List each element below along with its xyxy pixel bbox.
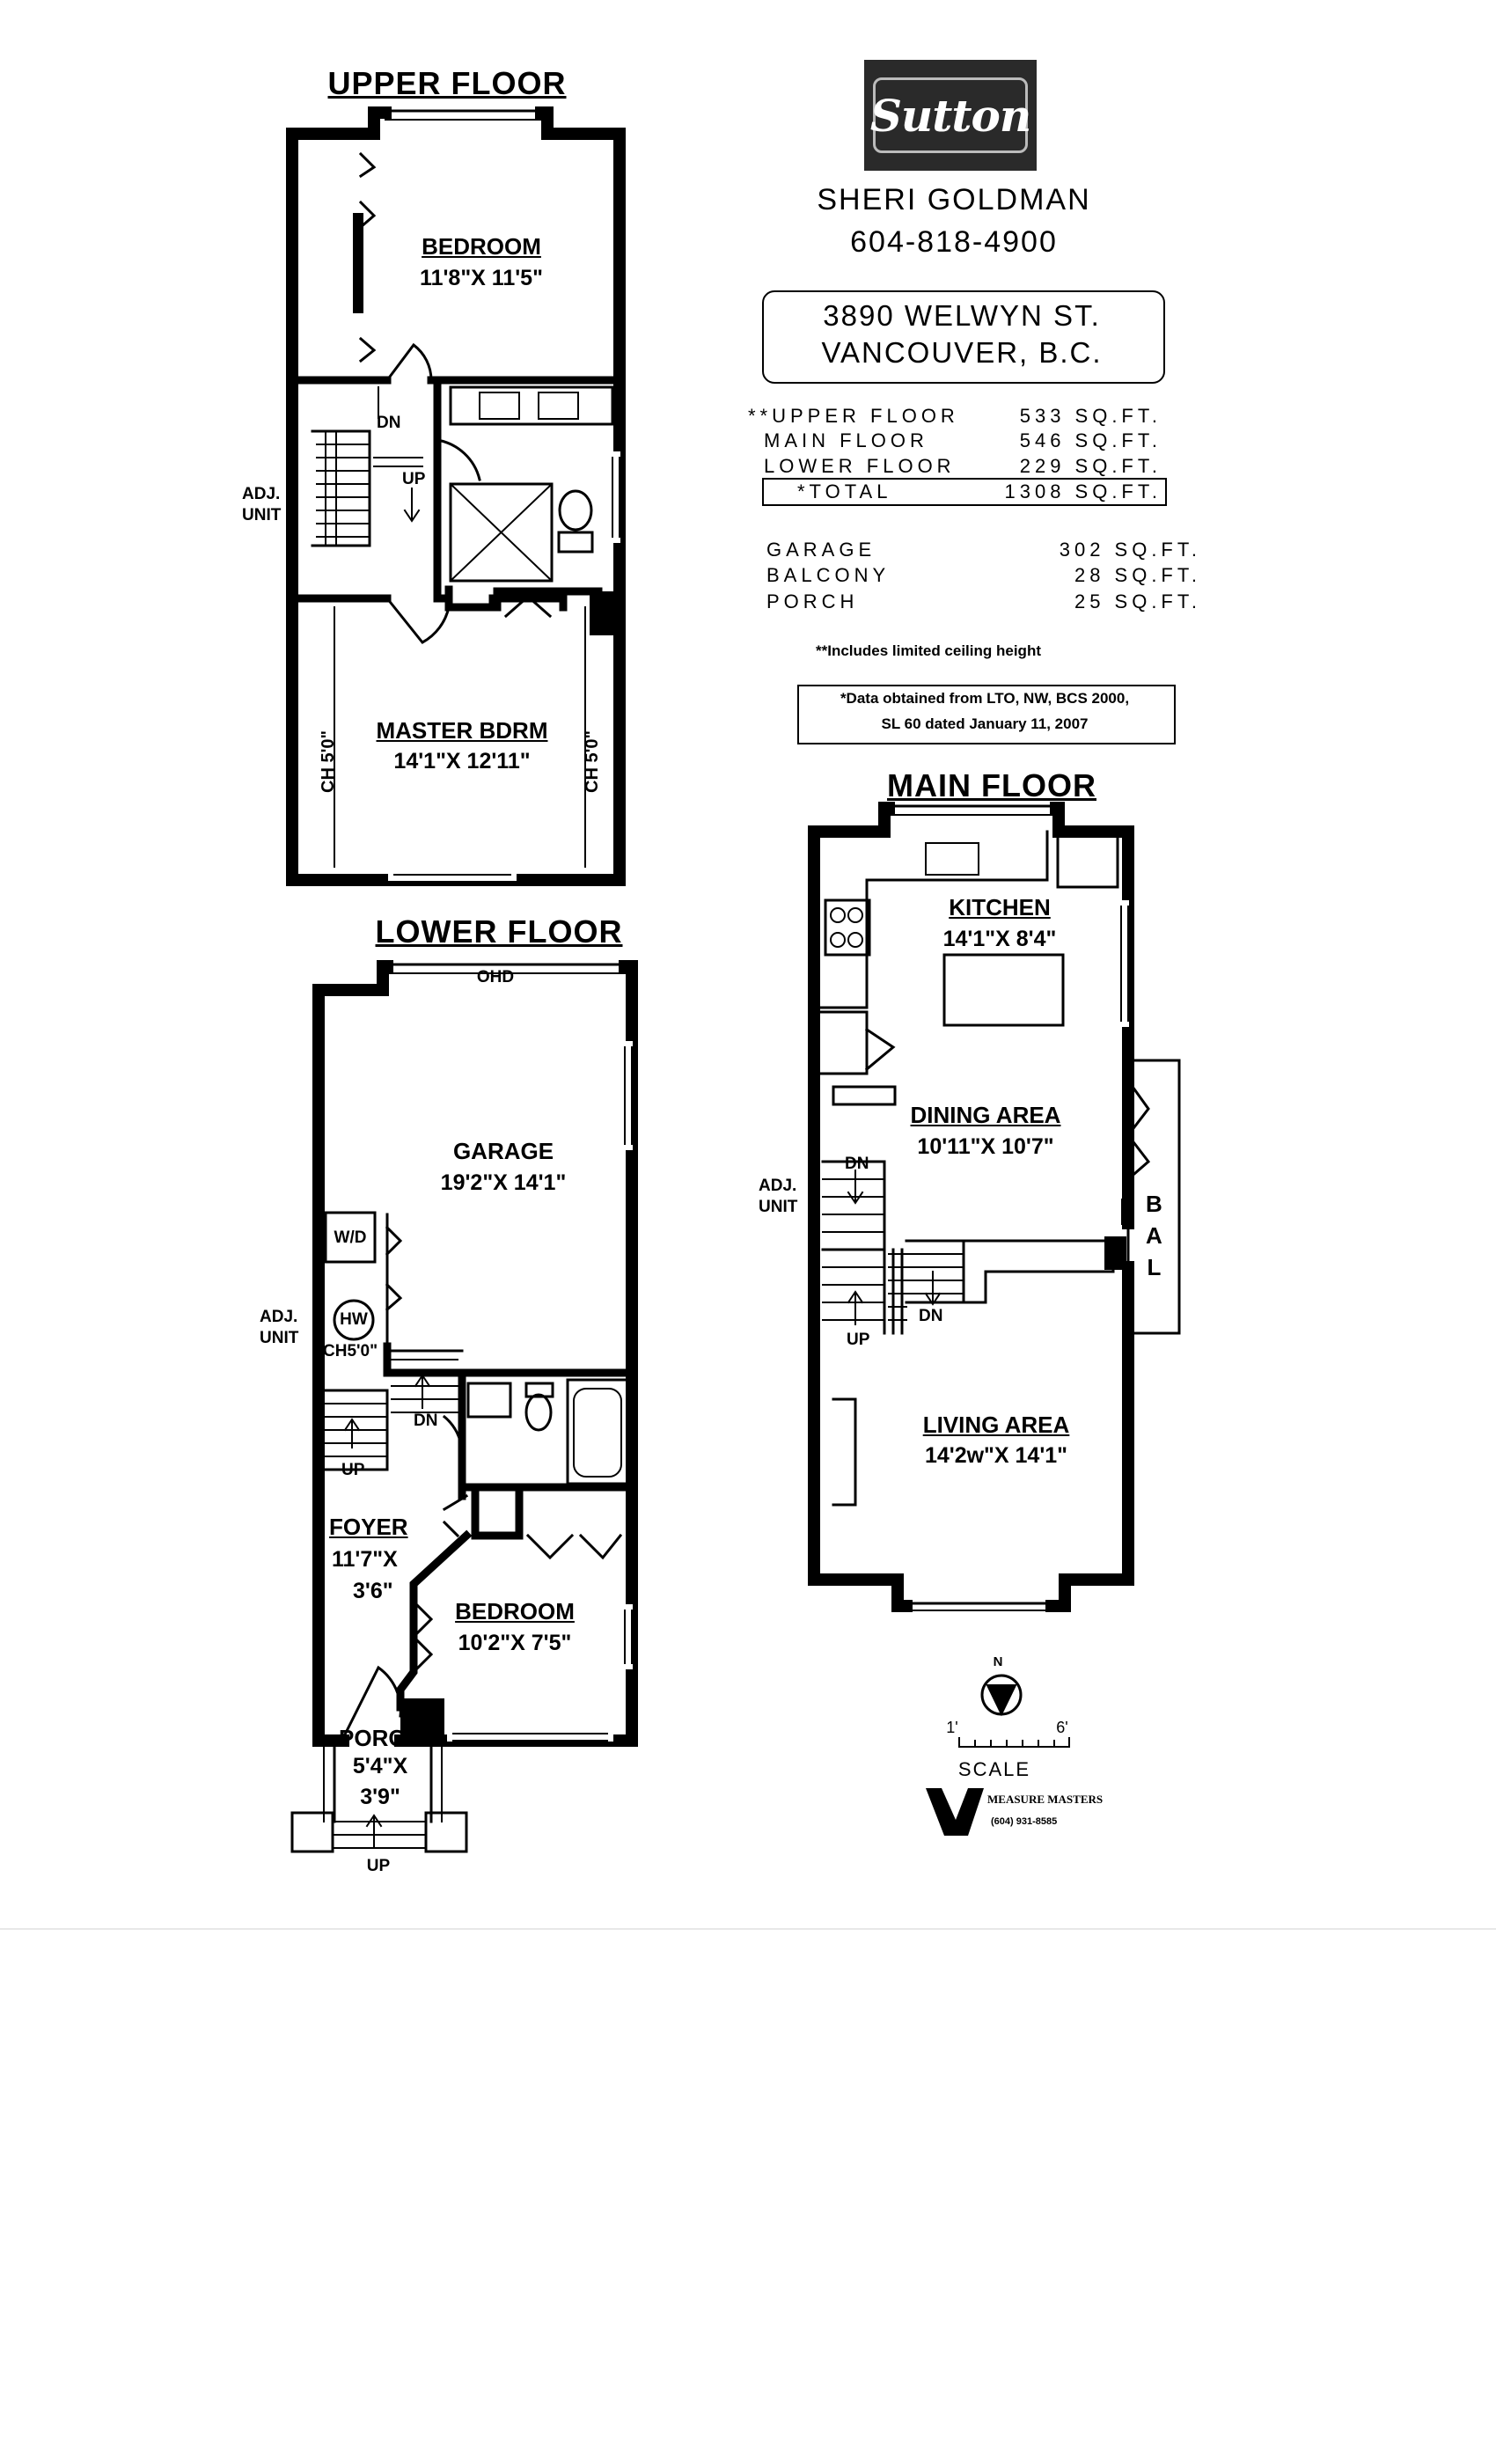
extra-area-label: PORCH — [766, 590, 859, 612]
garage-name: GARAGE — [452, 1138, 554, 1164]
balcony-label: B A L — [1146, 1191, 1162, 1280]
scale-label: SCALE — [957, 1758, 1031, 1780]
kitchen-dim: 14'1"X 8'4" — [942, 927, 1057, 951]
ceiling-height-right: CH 5'0" — [582, 730, 602, 793]
main-adj-unit: ADJ. UNIT — [759, 1177, 798, 1216]
lower-bedroom-dim: 10'2"X 7'5" — [458, 1631, 572, 1655]
area-value: 546 SQ.FT. — [1019, 429, 1162, 451]
main-stair-dn-2: DN — [919, 1307, 943, 1325]
upper-adj-unit: ADJ. UNIT — [242, 485, 282, 524]
area-value: 1308 SQ.FT. — [1004, 480, 1162, 502]
footnote: **Includes limited ceiling height — [816, 642, 1041, 659]
living-name: LIVING AREA — [922, 1412, 1070, 1438]
area-label: MAIN FLOOR — [764, 429, 928, 451]
agent-phone: 604-818-4900 — [850, 225, 1058, 259]
extra-area-value: 302 SQ.FT. — [1059, 539, 1201, 561]
main-floor-title: MAIN FLOOR — [887, 767, 1096, 803]
kitchen-name: KITCHEN — [949, 894, 1051, 920]
main-stair-up: UP — [847, 1331, 870, 1349]
lower-bedroom-name: BEDROOM — [455, 1598, 575, 1624]
upper-bedroom-name: BEDROOM — [422, 233, 541, 260]
master-bedroom-name: MASTER BDRM — [376, 717, 548, 744]
upper-stair-up: UP — [402, 470, 426, 488]
lower-floor-plan — [290, 960, 638, 1853]
dining-dim: 10'11"X 10'7" — [917, 1134, 1054, 1159]
lower-adj-unit: ADJ. UNIT — [260, 1308, 299, 1347]
scale-start: 1' — [946, 1719, 958, 1736]
hot-water-tank-label: HW — [340, 1310, 368, 1329]
agent-name: SHERI GOLDMAN — [817, 183, 1091, 216]
ceiling-height-left: CH 5'0" — [318, 730, 338, 793]
logo-text: Sutton — [870, 77, 1031, 153]
porch-dim-2: 3'9" — [360, 1785, 400, 1809]
data-source-box — [797, 685, 1176, 744]
foyer-dim-2: 3'6" — [353, 1579, 393, 1603]
area-label: LOWER FLOOR — [764, 455, 956, 477]
area-value: 229 SQ.FT. — [1019, 455, 1162, 477]
main-stair-dn-1: DN — [845, 1155, 869, 1173]
north-label: N — [993, 1654, 1003, 1669]
brokerage-logo: Sutton — [864, 60, 1037, 171]
lower-ceiling-height: CH5'0" — [323, 1342, 378, 1360]
master-bedroom-dim: 14'1"X 12'11" — [393, 749, 531, 774]
extra-area-value: 28 SQ.FT. — [1074, 564, 1201, 586]
data-source-line-1: *Data obtained from LTO, NW, BCS 2000, — [840, 690, 1130, 707]
upper-floor-title: UPPER FLOOR — [327, 65, 567, 101]
washer-dryer-label: W/D — [334, 1228, 367, 1247]
dining-name: DINING AREA — [910, 1102, 1061, 1128]
upper-floor-plan — [286, 106, 626, 886]
lower-stair-dn: DN — [414, 1412, 438, 1430]
porch-stair-up: UP — [366, 1857, 391, 1875]
area-label: **UPPER FLOOR — [748, 405, 959, 427]
foyer-name: FOYER — [329, 1514, 408, 1540]
address-box — [762, 290, 1165, 384]
living-dim: 14'2w"X 14'1" — [924, 1443, 1068, 1468]
upper-outer-wall — [286, 106, 626, 886]
company-phone: (604) 931-8585 — [991, 1816, 1058, 1827]
upper-stair-dn: DN — [377, 414, 401, 432]
scale-legend — [926, 1674, 1070, 1836]
lower-floor-title: LOWER FLOOR — [375, 913, 623, 950]
upper-bedroom-dim: 11'8"X 11'5" — [420, 266, 543, 290]
extra-area-value: 25 SQ.FT. — [1074, 590, 1201, 612]
foyer-dim-1: 11'7"X — [332, 1547, 398, 1572]
scale-end: 6' — [1056, 1719, 1068, 1736]
address-line-1: 3890 WELWYN ST. — [823, 299, 1101, 332]
extra-area-label: BALCONY — [766, 564, 891, 586]
data-source-line-2: SL 60 dated January 11, 2007 — [881, 715, 1089, 732]
main-floor-plan — [808, 802, 1181, 1612]
lower-stair-up: UP — [341, 1461, 365, 1479]
overhead-door-label: OHD — [476, 968, 515, 986]
porch-name: PORCH — [339, 1725, 422, 1751]
total-box — [762, 478, 1167, 506]
address-line-2: VANCOUVER, B.C. — [821, 336, 1103, 369]
company-name: MEASURE MASTERS — [987, 1793, 1104, 1806]
garage-dim: 19'2"X 14'1" — [440, 1170, 567, 1195]
area-label: *TOTAL — [797, 480, 892, 502]
porch-dim-1: 5'4"X — [352, 1754, 408, 1778]
area-value: 533 SQ.FT. — [1019, 405, 1162, 427]
extra-area-label: GARAGE — [766, 539, 876, 561]
